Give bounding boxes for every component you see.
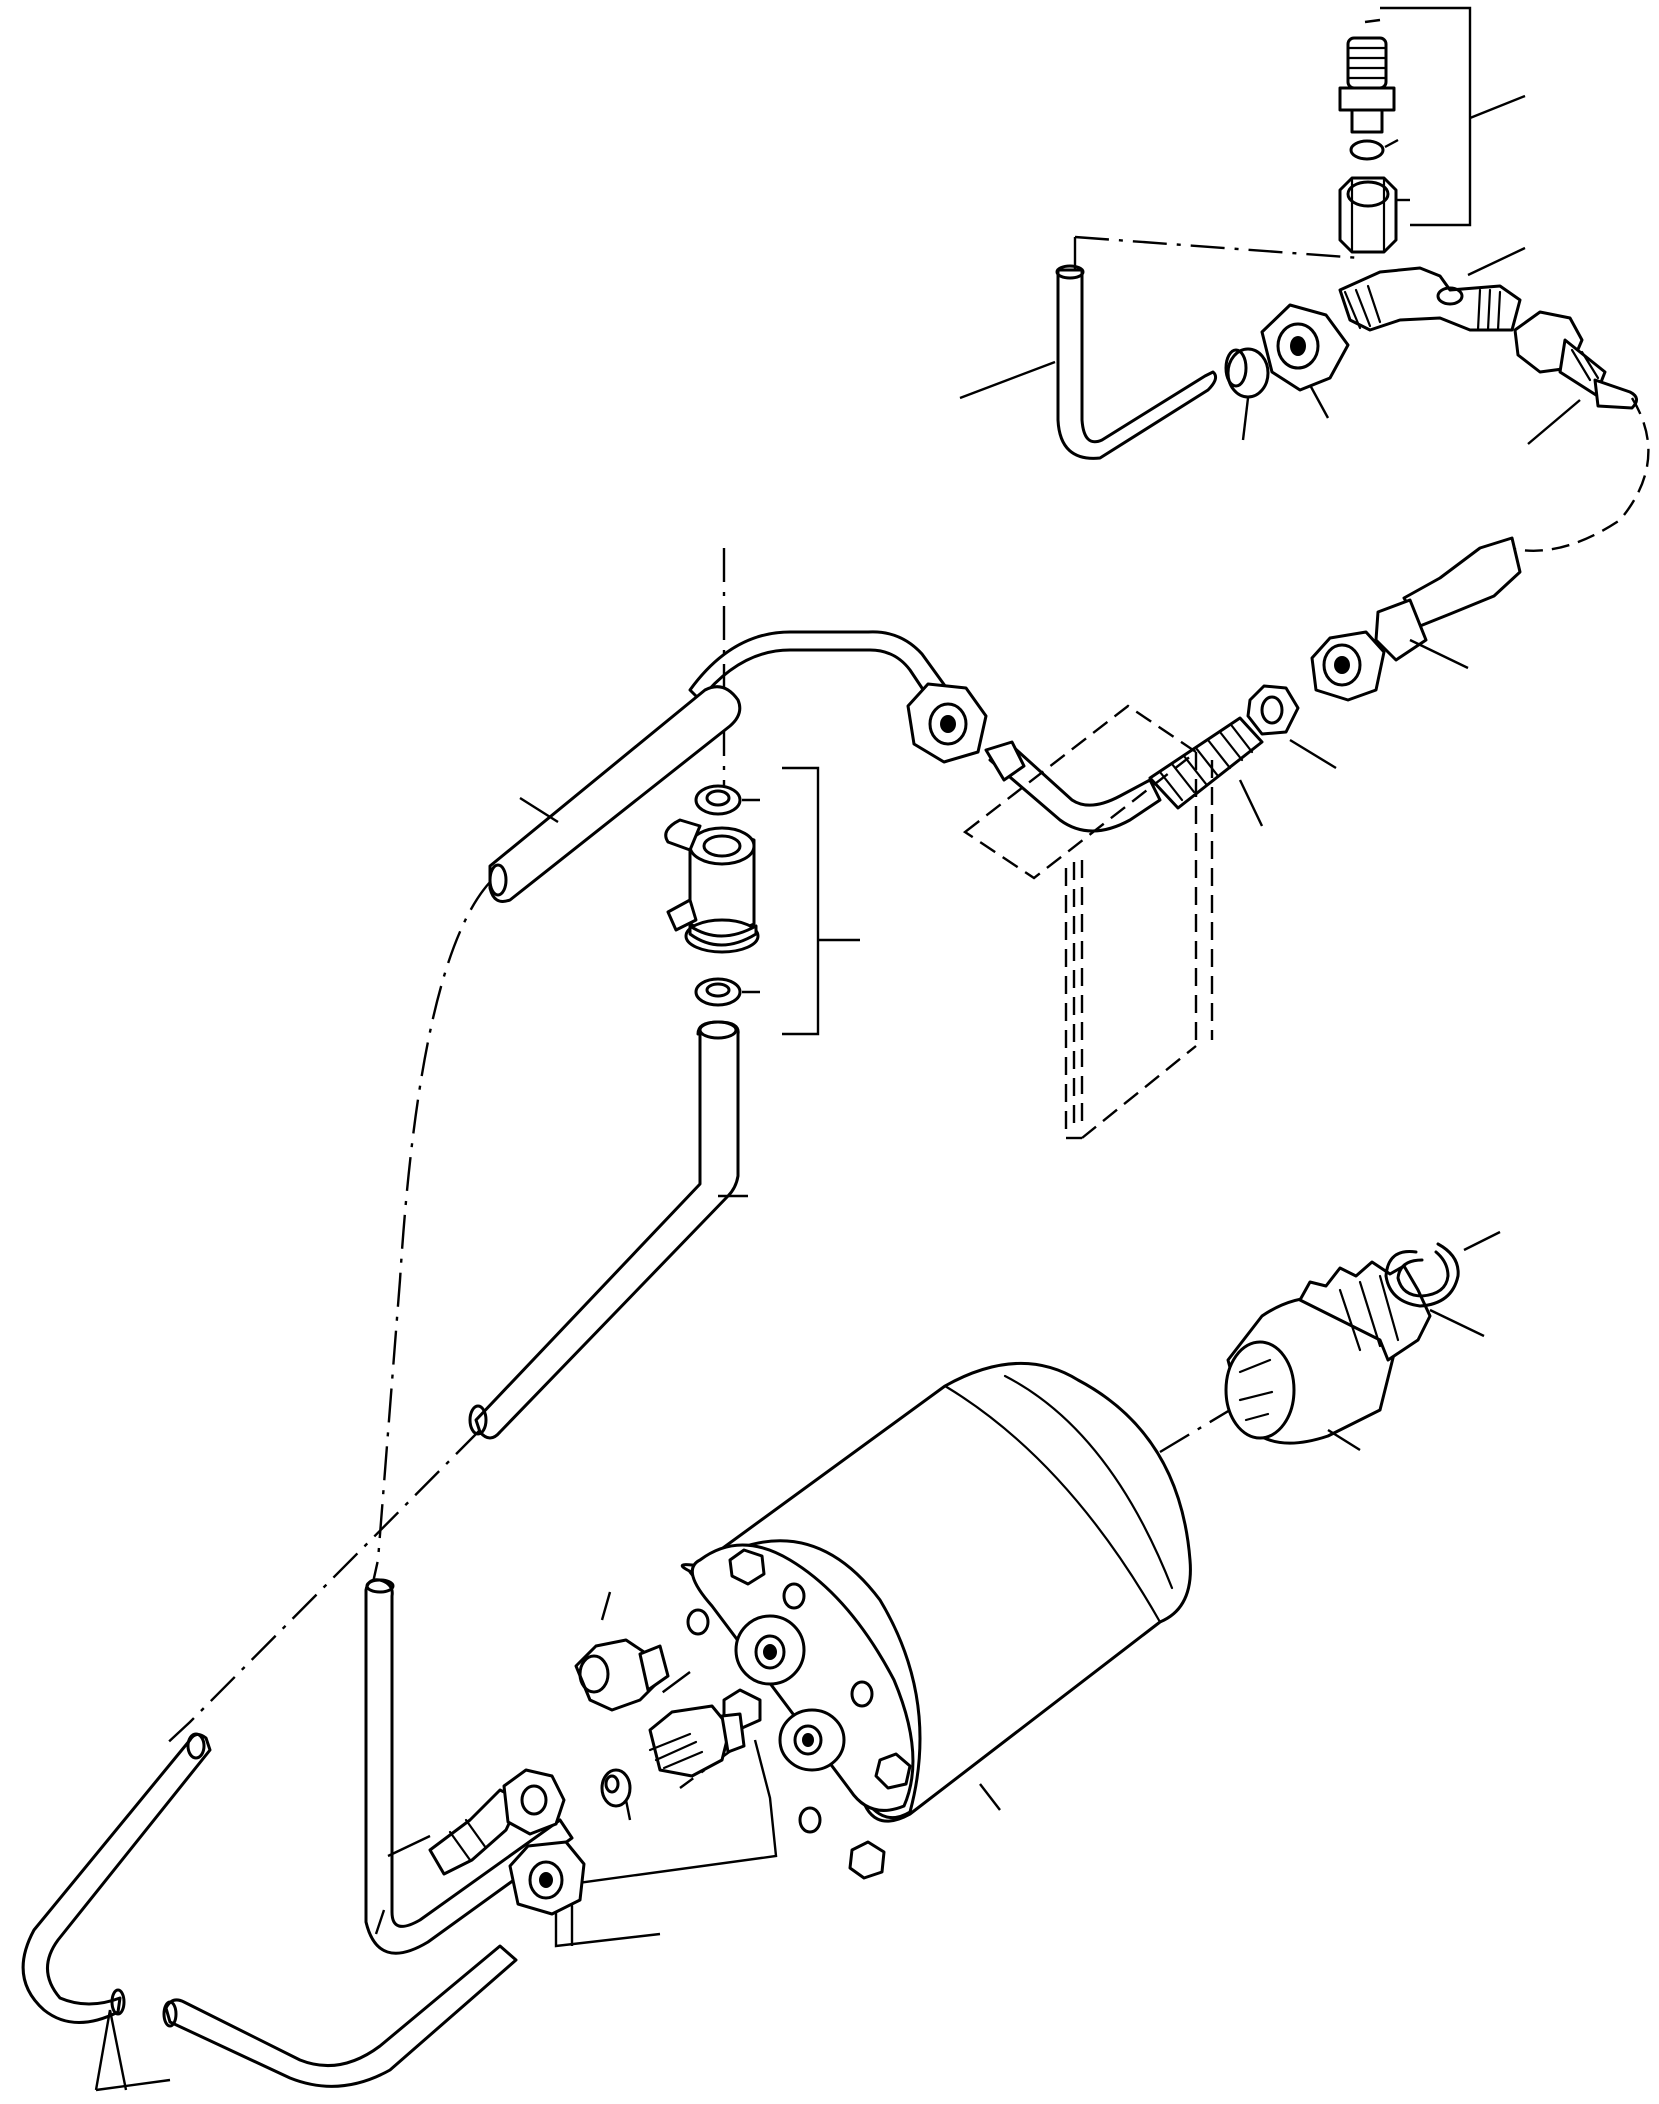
hex-nut-small-middle: [1246, 684, 1337, 770]
spring-guard: [1148, 716, 1264, 827]
long-tube-upper-left: [488, 685, 742, 903]
threaded-adapter-top: [1338, 36, 1396, 134]
hex-nut-top-right: [1513, 310, 1638, 410]
pump-port-upper: [734, 1614, 806, 1686]
top-elbow-assembly: [1224, 246, 1638, 445]
centerline-top: [1074, 235, 1361, 260]
snap-ring: [1384, 1230, 1501, 1338]
tube-middle: [688, 630, 1162, 833]
bracket-swivel: [782, 766, 820, 1036]
end-cap-bolts: [686, 1548, 912, 1880]
tube-lower-middle: [468, 1020, 748, 1440]
drive-coupling: [1224, 1260, 1432, 1452]
bulkhead-swivel-fitting: [664, 766, 860, 1036]
port-adapter-lower: [648, 1704, 746, 1778]
elbow-fitting-top: [1338, 266, 1522, 332]
top-fitting-assembly: [1338, 6, 1526, 254]
centerline-left-diagonal: [161, 1429, 481, 1749]
mounting-plate-dashed: [962, 704, 1214, 1140]
hose-end-fitting-middle: [1310, 536, 1522, 702]
hex-nut-top-left: [1260, 303, 1350, 392]
hex-nut-lower-left: [508, 1840, 586, 1916]
hex-nut-top: [1338, 176, 1398, 254]
hydraulic-pump-motor: [680, 1361, 1192, 1880]
centerline-coupling: [1159, 1402, 1241, 1454]
leader-bent-tube-top: [959, 360, 1056, 400]
hose-fitting-lower-left: [428, 1768, 566, 1876]
pump-port-lower: [778, 1708, 846, 1772]
bracket-port-fittings: [553, 1739, 778, 1946]
leader-top-fitting: [1469, 94, 1526, 120]
o-ring-top: [1349, 139, 1385, 161]
hex-nut-middle-right: [1310, 630, 1386, 702]
port-adapter-upper: [574, 1591, 670, 1712]
bent-tube-top-left: [959, 264, 1218, 460]
leader-pump: [979, 1783, 1001, 1811]
sleeve-top: [1224, 347, 1270, 399]
hex-nut-middle-left: [906, 682, 1026, 782]
centerline-left-long: [368, 881, 491, 1597]
bracket-top-fitting: [1380, 6, 1472, 227]
small-o-ring-port: [600, 1768, 632, 1821]
tube-bottom-loop: [21, 1732, 518, 2092]
hose-path-right: [1509, 397, 1650, 552]
